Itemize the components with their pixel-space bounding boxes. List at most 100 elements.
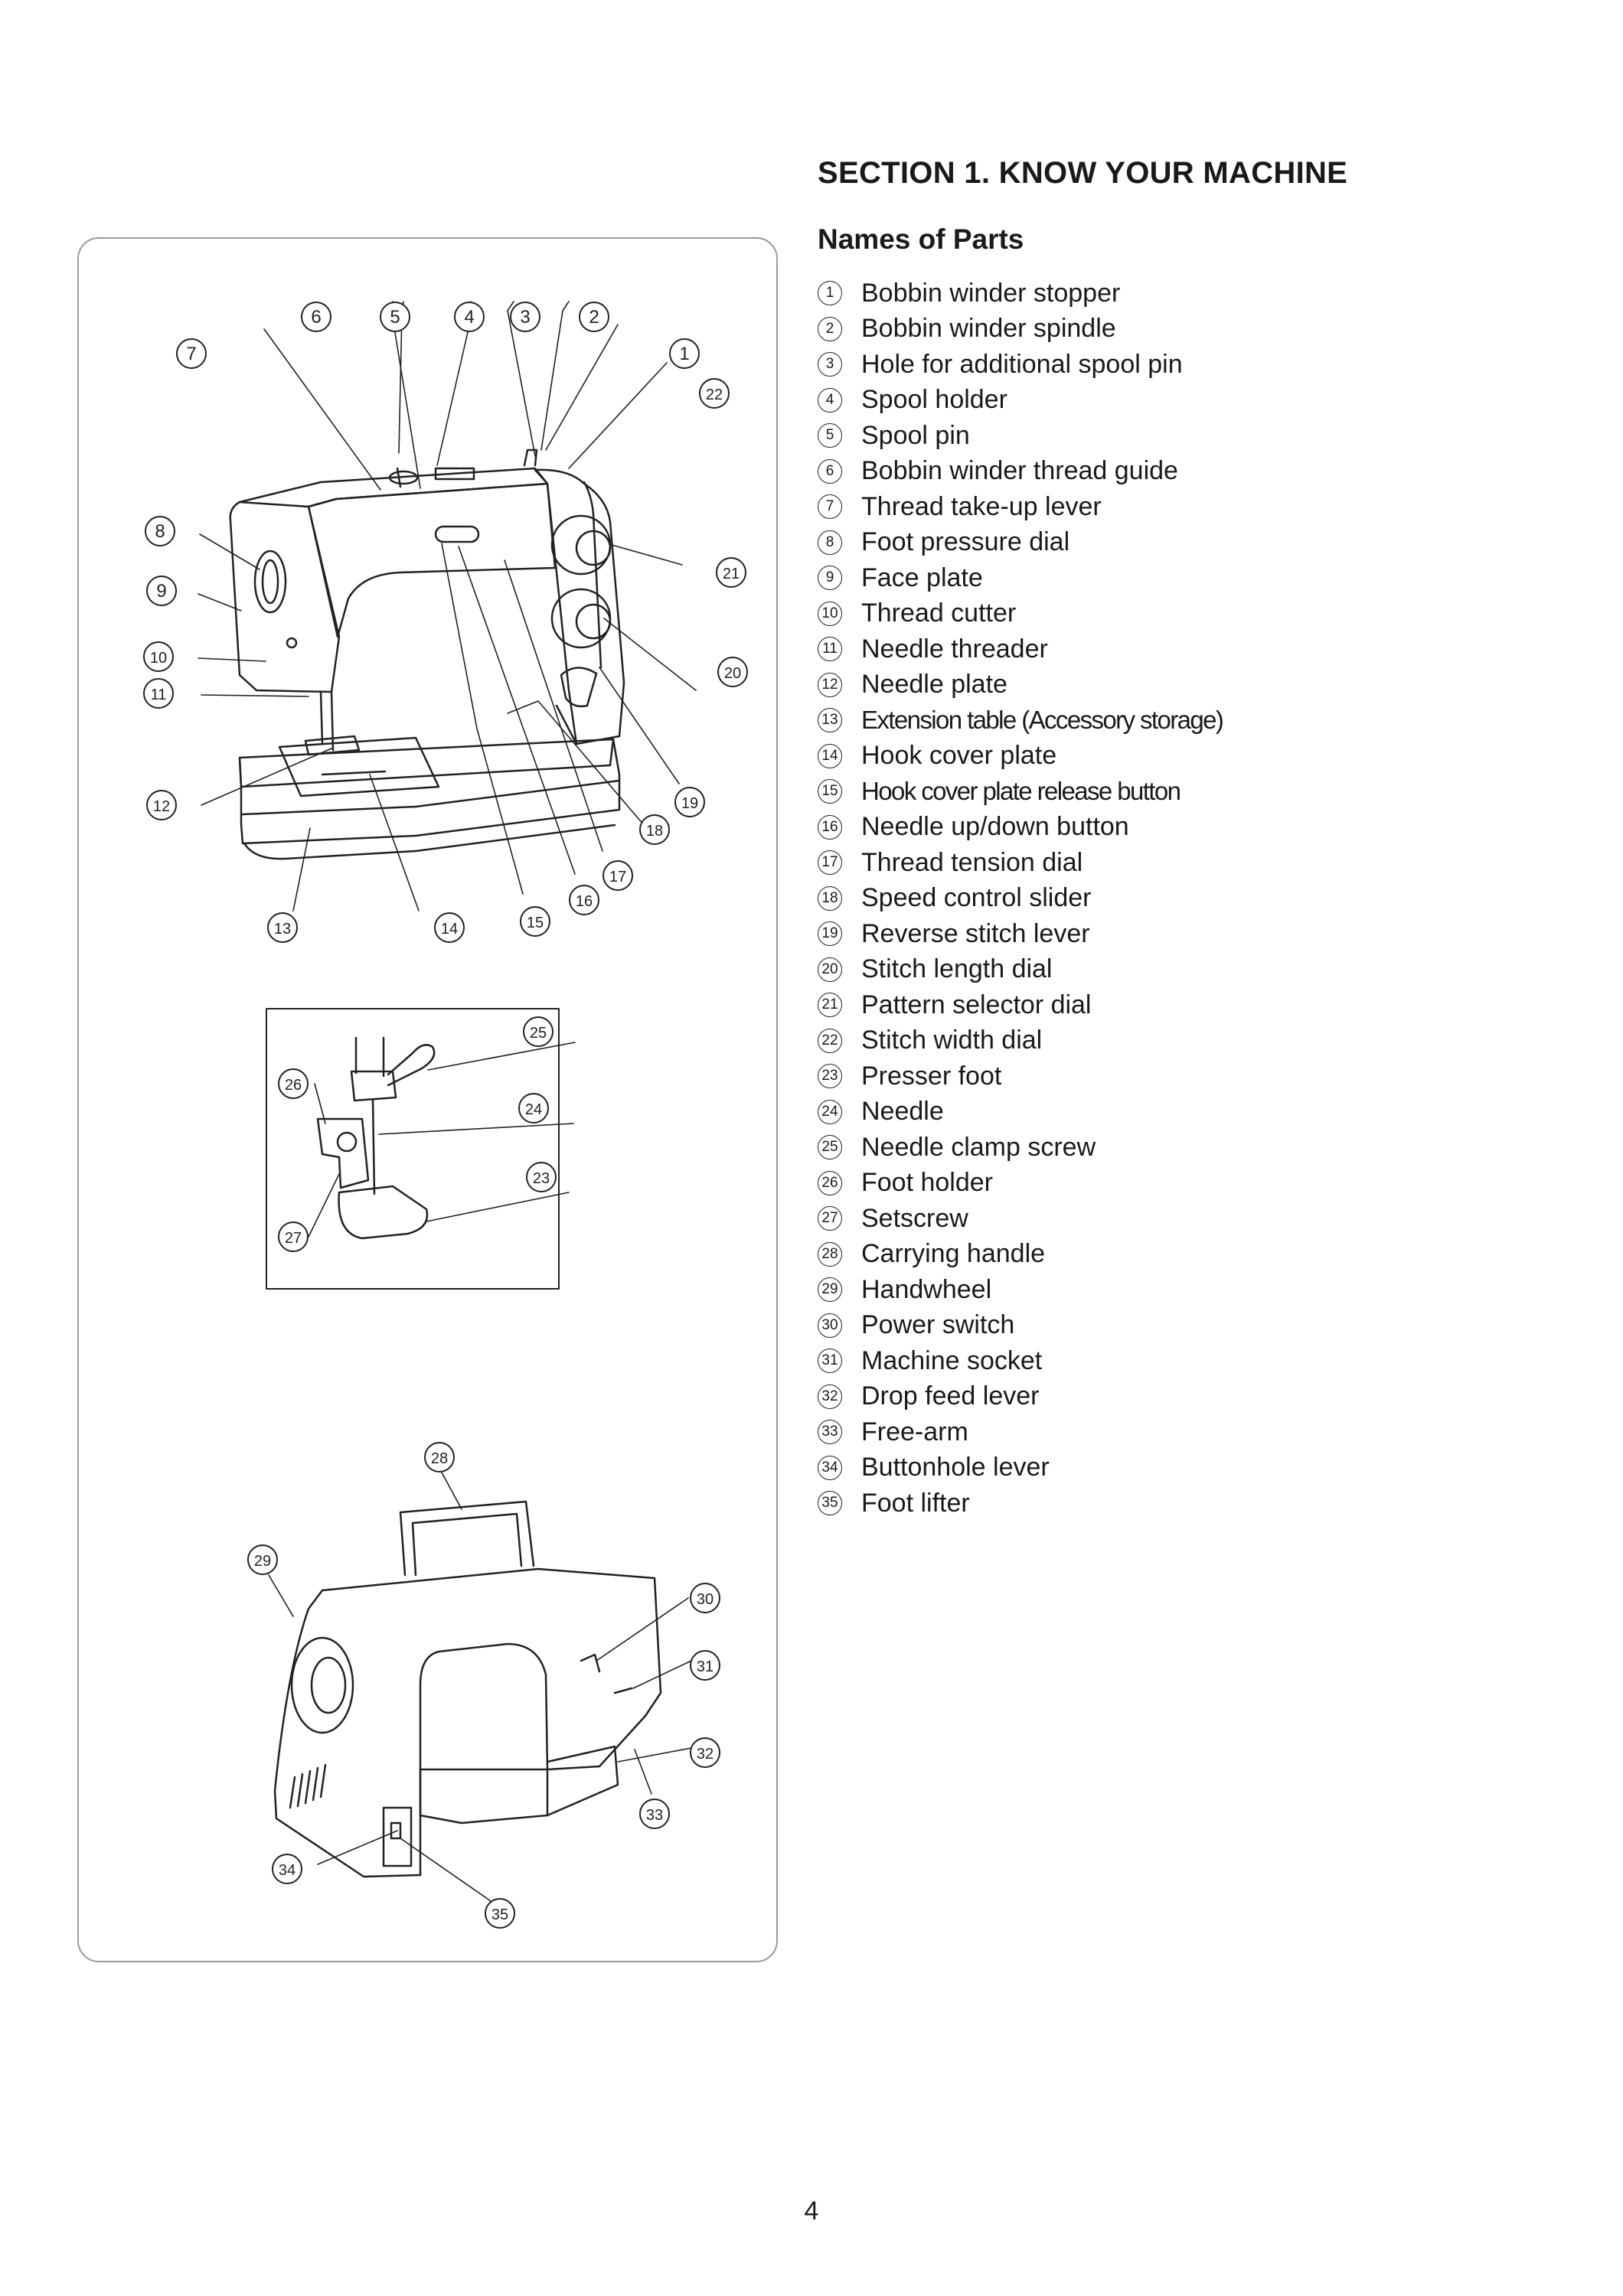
callout-marker: 1 (669, 338, 700, 369)
callout-marker: 13 (267, 912, 298, 943)
callout-number: 7 (186, 344, 196, 364)
callout-circle (716, 557, 746, 588)
callout-number: 35 (491, 1906, 508, 1923)
part-label: Hook cover plate release button (861, 777, 1181, 806)
part-number-badge: 10 (818, 601, 842, 626)
part-number-badge: 4 (818, 387, 842, 413)
callout-marker: 27 (278, 1221, 309, 1252)
callout-number: 27 (285, 1230, 302, 1247)
callout-marker: 12 (146, 790, 177, 820)
subsection-title: Names of Parts (818, 223, 1024, 255)
head (229, 501, 341, 693)
part-label: Free-arm (861, 1417, 968, 1446)
part-label: Machine socket (861, 1345, 1043, 1375)
part-number-badge: 19 (818, 921, 842, 947)
callout-marker: 28 (424, 1442, 455, 1473)
arm-front (307, 482, 557, 638)
part-label: Needle up/down button (861, 812, 1129, 842)
callout-number: 32 (697, 1746, 714, 1763)
part-label: Buttonhole lever (861, 1453, 1050, 1482)
part-label: Foot pressure dial (861, 527, 1070, 557)
callout-circle (434, 912, 465, 943)
callout-circle (143, 678, 174, 709)
callout-marker: 30 (690, 1583, 720, 1613)
callout-number: 6 (311, 307, 321, 328)
callout-marker: 17 (603, 860, 633, 891)
callout-marker: 24 (518, 1093, 549, 1124)
part-number-badge: 32 (818, 1384, 842, 1409)
callout-circle (603, 860, 633, 891)
callout-circle (272, 1854, 302, 1884)
callout-circle (145, 516, 175, 546)
part-label: Handwheel (861, 1274, 992, 1304)
callout-circle (380, 302, 410, 332)
callout-marker: 31 (690, 1650, 720, 1681)
part-label: Needle clamp screw (861, 1132, 1096, 1162)
part-label: Reverse stitch lever (861, 918, 1090, 948)
part-label: Carrying handle (861, 1239, 1046, 1269)
callout-number: 33 (646, 1807, 663, 1824)
section-title: SECTION 1. KNOW YOUR MACHINE (818, 156, 1348, 190)
pattern-selector-dial-shape (550, 514, 612, 576)
free-arm-shape (419, 1768, 549, 1825)
callout-marker: 25 (523, 1016, 554, 1047)
part-label: Stitch width dial (861, 1026, 1043, 1055)
part-label: Hole for additional spool pin (861, 349, 1183, 379)
callout-circle (454, 302, 485, 332)
part-label: Needle plate (861, 670, 1007, 700)
callout-circle (518, 1093, 549, 1124)
inset-frame (266, 1008, 560, 1290)
part-number-badge: 22 (818, 1028, 842, 1053)
part-number-badge: 26 (818, 1170, 842, 1195)
callout-marker: 3 (510, 302, 540, 332)
callout-number: 8 (155, 521, 165, 542)
callout-circle (639, 1799, 670, 1829)
front-view-illustration (229, 448, 625, 860)
rear-body (273, 1589, 422, 1878)
part-list-item: 33 Free-arm (818, 1414, 1223, 1450)
reverse-lever-shape (560, 667, 598, 708)
callout-circle (523, 1016, 554, 1047)
callout-circle (569, 885, 599, 915)
callout-number: 25 (530, 1025, 547, 1042)
callout-circle (278, 1221, 309, 1252)
presser-foot-shape (338, 1185, 429, 1240)
callout-marker: 4 (454, 302, 485, 332)
part-list-item: 22 Stitch width dial (818, 1023, 1223, 1059)
part-number-badge: 9 (818, 566, 842, 591)
callout-marker: 14 (434, 912, 465, 943)
callout-marker: 11 (143, 678, 174, 709)
callout-circle (579, 302, 609, 332)
foot-pressure-dial-shape (253, 550, 287, 614)
part-label: Needle threader (861, 634, 1048, 664)
part-number-badge: 13 (818, 708, 842, 733)
callout-marker: 15 (520, 906, 550, 937)
callout-number: 13 (274, 921, 291, 938)
part-number-badge: 2 (818, 316, 842, 341)
callout-number: 10 (150, 650, 167, 667)
part-label: Spool holder (861, 385, 1007, 415)
part-number-badge: 33 (818, 1420, 842, 1445)
callout-number: 11 (151, 687, 167, 703)
part-label: Drop feed lever (861, 1381, 1040, 1411)
part-label: Hook cover plate (861, 741, 1057, 771)
part-list-item: 32 Drop feed lever (818, 1379, 1223, 1415)
page-number: 4 (804, 2197, 819, 2226)
callout-number: 28 (431, 1450, 448, 1467)
callout-marker: 26 (278, 1068, 309, 1099)
part-label: Thread tension dial (861, 847, 1083, 877)
callout-marker: 5 (380, 302, 410, 332)
callout-marker: 20 (717, 657, 748, 687)
callout-marker: 6 (301, 302, 331, 332)
